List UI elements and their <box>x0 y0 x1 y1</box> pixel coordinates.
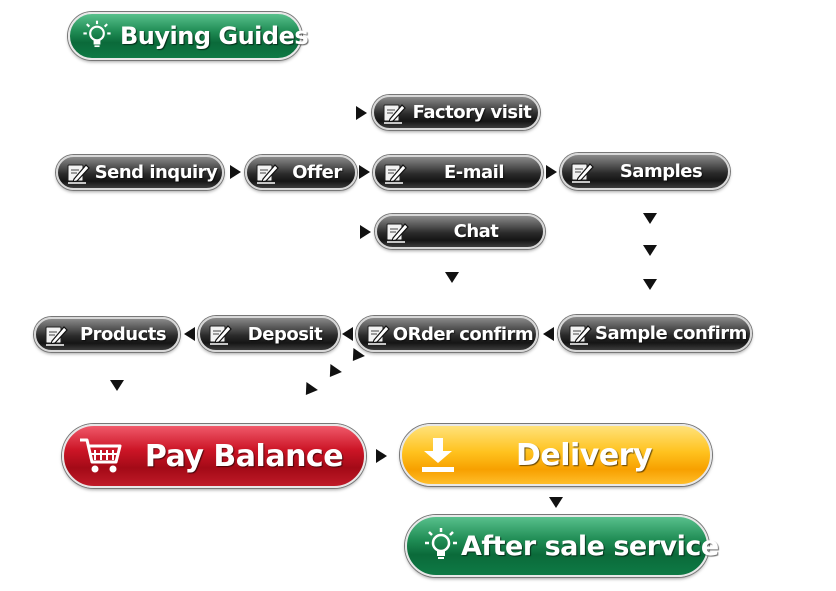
buying-guides-header: Buying Guides <box>68 12 309 60</box>
node-label: Offer <box>292 162 342 183</box>
arrow-diagonal-icon <box>347 347 365 366</box>
node-order-confirm[interactable]: ORder confirm <box>356 316 538 352</box>
node-label: Sample confirm <box>595 323 747 344</box>
node-label: Factory visit <box>412 102 532 123</box>
node-offer[interactable]: Offer <box>245 155 357 190</box>
node-products[interactable]: Products <box>34 317 180 352</box>
arrow-diagonal-icon <box>300 381 318 400</box>
arrow-left-icon <box>184 327 195 341</box>
arrow-right-icon <box>376 449 387 463</box>
node-factory-visit[interactable]: Factory visit <box>372 95 540 130</box>
page-title: Buying Guides <box>120 22 309 50</box>
node-chat[interactable]: Chat <box>375 214 545 249</box>
edit-pencil-icon <box>255 162 279 184</box>
node-label: Deposit <box>247 323 323 345</box>
edit-pencil-icon <box>208 323 232 345</box>
arrow-left-icon <box>543 327 554 341</box>
edit-pencil-icon <box>570 161 594 183</box>
arrow-down-icon <box>643 245 657 256</box>
arrow-down-icon <box>643 213 657 224</box>
lightbulb-icon <box>421 526 461 566</box>
edit-pencil-icon <box>382 102 406 124</box>
arrow-right-icon <box>359 165 370 179</box>
download-icon <box>422 438 454 472</box>
node-delivery[interactable]: Delivery <box>400 424 712 486</box>
shopping-cart-icon <box>80 438 122 473</box>
arrow-diagonal-icon <box>324 363 342 382</box>
edit-pencil-icon <box>568 323 592 345</box>
node-samples[interactable]: Samples <box>560 153 730 190</box>
arrow-left-icon <box>342 327 353 341</box>
node-label: ORder confirm <box>392 323 534 345</box>
node-send-inquiry[interactable]: Send inquiry <box>56 155 224 190</box>
arrow-down-icon <box>549 497 563 508</box>
arrow-right-icon <box>360 225 371 239</box>
lightbulb-icon <box>80 19 114 53</box>
arrow-right-icon <box>546 165 557 179</box>
edit-pencil-icon <box>44 324 68 346</box>
node-label: After sale service <box>461 530 719 562</box>
edit-pencil-icon <box>366 323 390 345</box>
node-deposit[interactable]: Deposit <box>198 316 340 352</box>
edit-pencil-icon <box>385 221 409 243</box>
arrow-down-icon <box>110 380 124 391</box>
arrow-right-icon <box>230 165 241 179</box>
edit-pencil-icon <box>383 162 407 184</box>
node-label: Samples <box>619 161 703 182</box>
node-pay-balance[interactable]: Pay Balance <box>62 424 366 488</box>
node-label: Delivery <box>515 437 653 473</box>
node-label: Chat <box>453 221 499 242</box>
node-label: E-mail <box>443 162 505 183</box>
arrow-right-icon <box>356 106 367 120</box>
arrow-down-icon <box>445 272 459 283</box>
node-email[interactable]: E-mail <box>373 155 543 190</box>
node-label: Send inquiry <box>94 162 218 183</box>
arrow-down-icon <box>643 279 657 290</box>
node-label: Products <box>79 324 167 345</box>
edit-pencil-icon <box>66 162 90 184</box>
node-sample-confirm[interactable]: Sample confirm <box>558 315 752 352</box>
node-label: Pay Balance <box>144 438 344 474</box>
node-after-sale-service[interactable]: After sale service <box>405 515 719 577</box>
